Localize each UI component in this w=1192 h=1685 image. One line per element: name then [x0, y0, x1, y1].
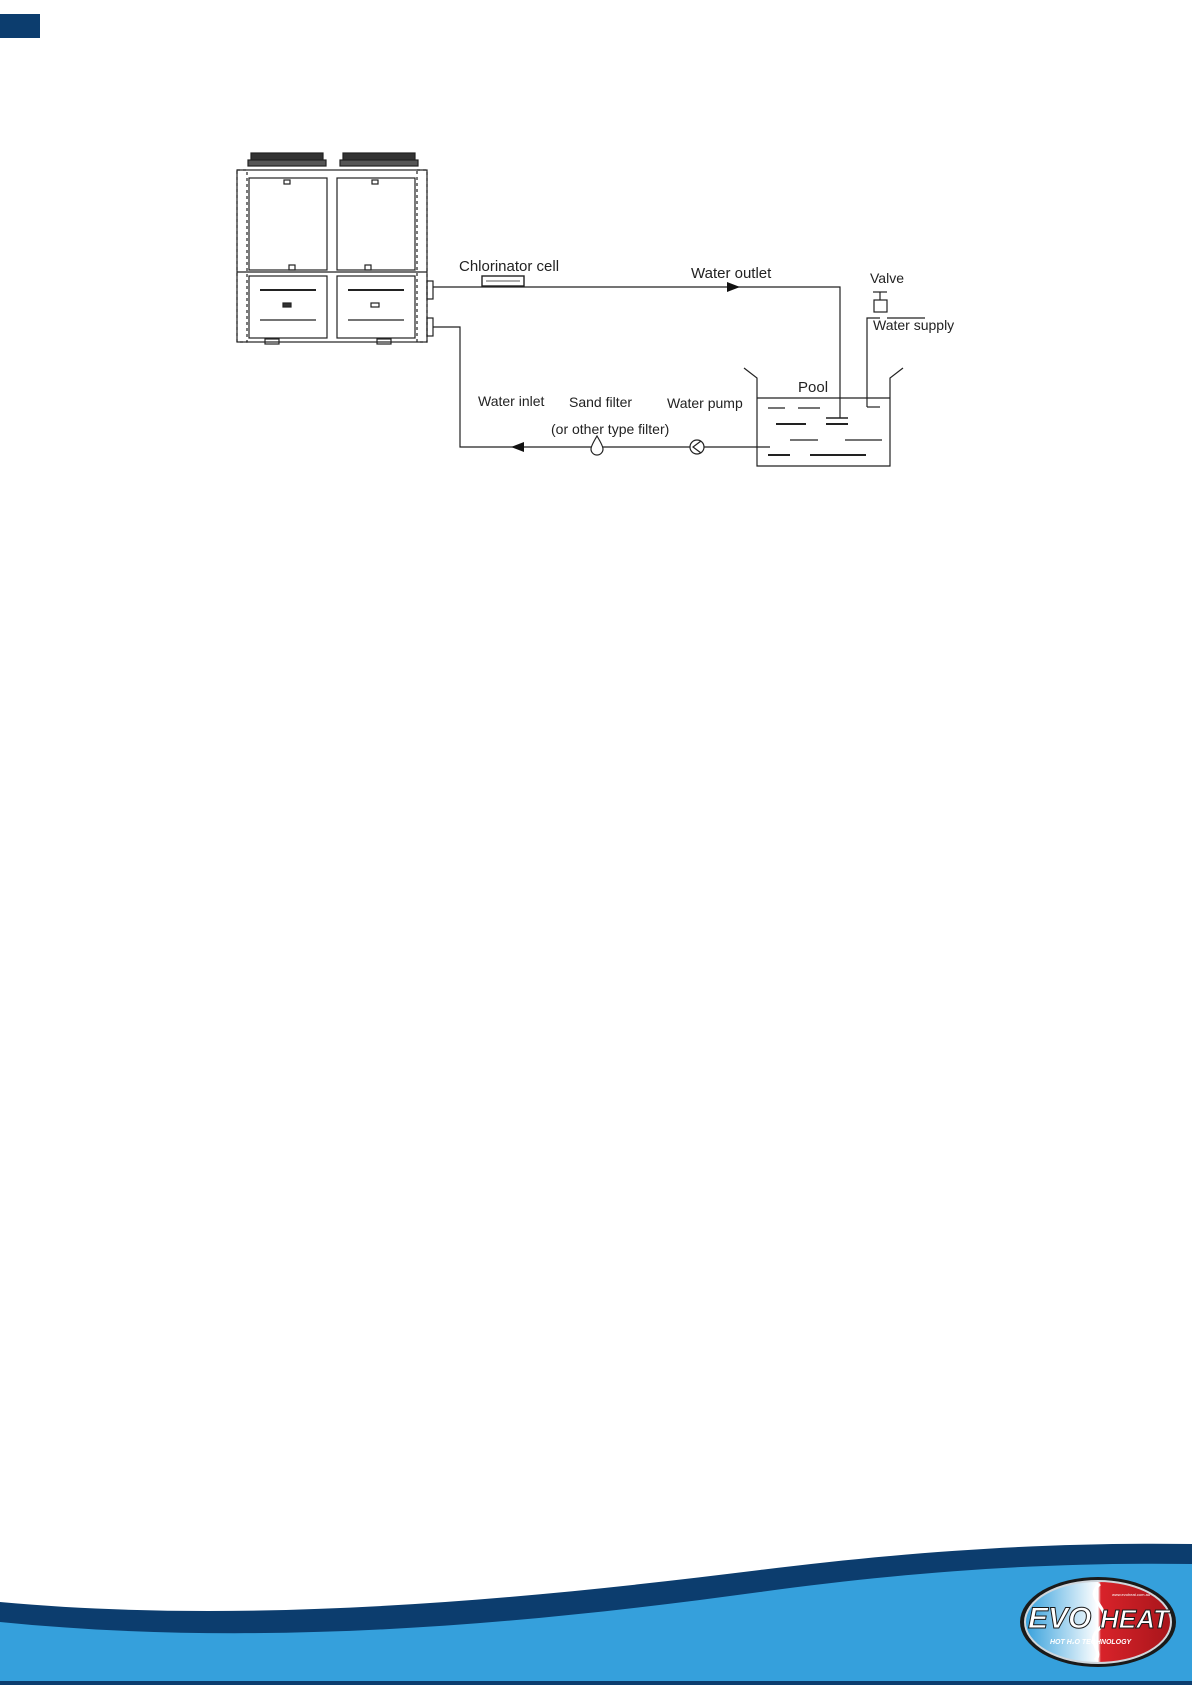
logo-website: www.evoheat.com.au [1112, 1592, 1150, 1597]
water-inlet-label: Water inlet [478, 393, 545, 409]
evoheat-logo: EVO HEAT HOT H₂O TECHNOLOGY www.evoheat.… [1020, 1577, 1176, 1667]
pool-plumbing-diagram: Chlorinator cell Water outlet Valve Wate… [0, 0, 1192, 500]
water-pump-label: Water pump [667, 395, 743, 411]
sand-filter-label: Sand filter [569, 394, 632, 410]
heat-pump-unit [237, 153, 433, 344]
water-outlet-label: Water outlet [691, 265, 772, 282]
logo-tagline: HOT H₂O TECHNOLOGY [1050, 1639, 1133, 1646]
footer-wave-banner: EVO HEAT HOT H₂O TECHNOLOGY www.evoheat.… [0, 1530, 1192, 1685]
valve-icon [874, 300, 887, 312]
water-supply-label: Water supply [873, 317, 954, 333]
chlorinator-cell-label: Chlorinator cell [459, 258, 559, 275]
sand-filter-icon [591, 436, 603, 455]
other-filter-label: (or other type filter) [551, 421, 669, 437]
logo-text-heat: HEAT [1100, 1604, 1171, 1634]
pool-label: Pool [798, 379, 828, 396]
water-pump-icon [690, 440, 704, 454]
inlet-arrow-icon [511, 442, 524, 452]
valve-label: Valve [870, 270, 904, 286]
outlet-arrow-icon [727, 282, 740, 292]
logo-text-evo: EVO [1028, 1602, 1091, 1635]
